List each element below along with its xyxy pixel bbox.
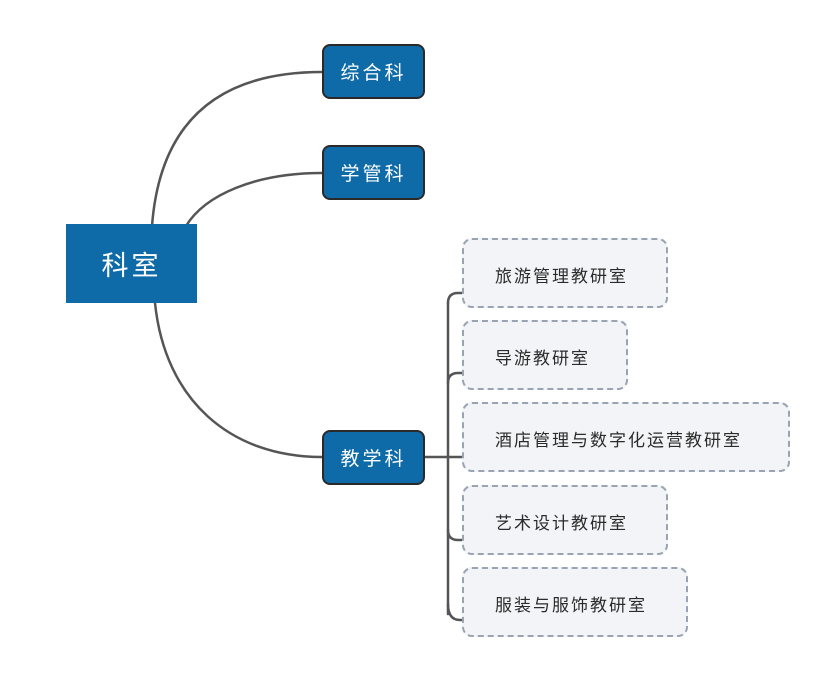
connector-leaf-4 xyxy=(446,528,650,542)
branch-label: 综合科 xyxy=(340,62,407,84)
root-label: 科室 xyxy=(101,251,162,282)
connector-root-to-xueguan xyxy=(184,171,324,228)
leaf-node-tour-guide[interactable]: 导游教研室 xyxy=(462,320,628,390)
connector-leaf-5 xyxy=(446,602,680,622)
branch-label: 学管科 xyxy=(340,163,407,185)
leaf-label: 服装与服饰教研室 xyxy=(495,596,647,616)
leaf-label: 旅游管理教研室 xyxy=(495,267,628,287)
branch-node-zonghe[interactable]: 综合科 xyxy=(322,44,425,99)
leaf-label: 导游教研室 xyxy=(495,349,590,369)
connector-leaf-1 xyxy=(446,291,652,305)
leaf-node-art-design[interactable]: 艺术设计教研室 xyxy=(462,485,668,555)
connector-leaf-2 xyxy=(446,371,610,385)
connector-root-to-zonghe xyxy=(150,70,324,228)
branch-node-xueguan[interactable]: 学管科 xyxy=(322,145,425,200)
leaf-node-tourism-management[interactable]: 旅游管理教研室 xyxy=(462,238,668,308)
leaf-node-apparel[interactable]: 服装与服饰教研室 xyxy=(462,567,688,637)
connector-root-to-jiaoxue xyxy=(153,301,324,459)
leaf-label: 艺术设计教研室 xyxy=(495,514,628,534)
branch-label: 教学科 xyxy=(340,448,407,470)
leaf-label: 酒店管理与数字化运营教研室 xyxy=(495,431,742,451)
branch-node-jiaoxue[interactable]: 教学科 xyxy=(322,430,425,485)
root-node[interactable]: 科室 xyxy=(66,224,197,303)
leaf-node-hotel-management[interactable]: 酒店管理与数字化运营教研室 xyxy=(462,402,790,472)
